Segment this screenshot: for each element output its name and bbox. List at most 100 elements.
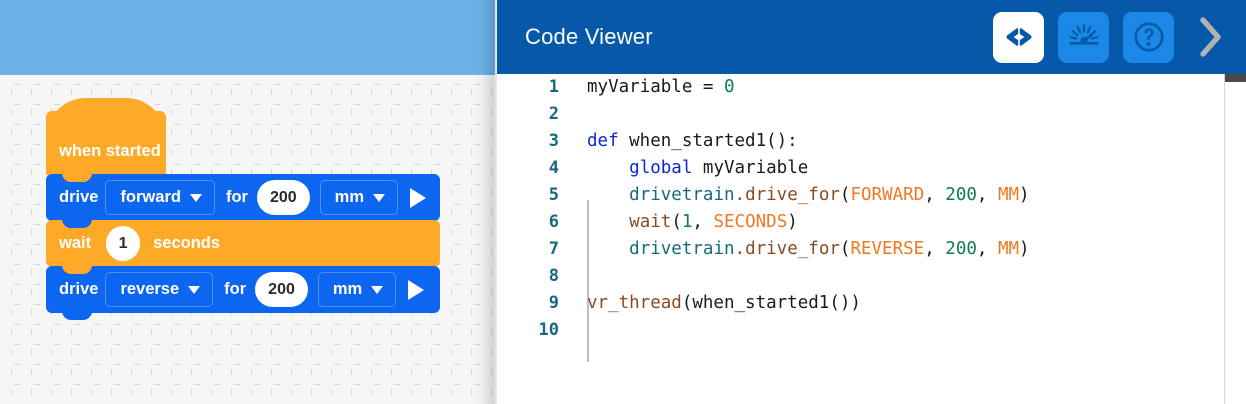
drive-forward-unit-value: mm [334, 188, 364, 206]
drive-reverse-amount-input[interactable]: 200 [255, 272, 308, 307]
token-variable: myVariable [587, 77, 693, 97]
code-line: 8 [497, 263, 1246, 290]
line-number: 10 [538, 320, 559, 340]
token-object: drivetrain [629, 239, 735, 259]
play-icon [410, 187, 426, 208]
code-viewer-title: Code Viewer [525, 24, 653, 49]
drive-reverse-verb: drive [59, 280, 99, 298]
code-line-text[interactable]: global myVariable [559, 155, 808, 182]
code-line: 9 vr_thread(when_started1()) [497, 290, 1246, 317]
when-started-label: when started [59, 142, 161, 160]
code-line-text[interactable]: wait(1, SECONDS) [559, 209, 798, 236]
code-line-text[interactable]: myVariable = 0 [559, 74, 735, 101]
code-line: 1 myVariable = 0 [497, 74, 1246, 101]
line-number: 5 [548, 185, 559, 205]
code-vertical-scrollbar[interactable] [1225, 74, 1246, 82]
token-function-def: when_started1(): [618, 131, 798, 151]
token-dot: . [734, 185, 746, 205]
chevron-down-icon [371, 285, 384, 294]
chevron-down-icon [189, 193, 202, 202]
token-number: 1 [681, 212, 693, 232]
dashboard-button[interactable] [1058, 11, 1109, 63]
line-number: 6 [548, 212, 559, 232]
code-line-text[interactable]: drivetrain.drive_for(REVERSE, 200, MM) [559, 236, 1030, 263]
token-keyword: def [587, 131, 619, 151]
wait-unit-label: seconds [153, 234, 221, 252]
when-started-block[interactable]: when started [46, 98, 166, 182]
token-function: wait [629, 212, 672, 232]
code-view-button[interactable] [993, 11, 1044, 63]
drive-forward-block[interactable]: drive forward for 200 mm [46, 174, 440, 228]
line-number: 1 [548, 77, 559, 97]
token-paren: ( [671, 212, 682, 232]
token-call-args: (when_started1()) [681, 293, 861, 313]
code-line: 6 wait(1, SECONDS) [497, 209, 1246, 236]
drive-reverse-direction-dropdown[interactable]: reverse [105, 272, 214, 307]
token-unit-constant: MM [997, 185, 1020, 205]
drive-reverse-unit-dropdown[interactable]: mm [317, 272, 397, 307]
token-constant: FORWARD [850, 185, 925, 205]
token-dot: . [734, 239, 746, 259]
code-line: 4 global myVariable [497, 155, 1246, 182]
workspace-toolbar-strip [0, 0, 495, 75]
drive-reverse-run-button[interactable] [408, 279, 425, 300]
drive-reverse-block[interactable]: drive reverse for 200 mm [46, 266, 440, 320]
drive-forward-direction-value: forward [120, 188, 181, 206]
block-stack[interactable]: when started drive forward for 200 mm [46, 98, 440, 320]
drive-reverse-direction-value: reverse [120, 280, 180, 298]
drive-reverse-connector: for [224, 280, 247, 298]
code-panel-divider [1224, 74, 1225, 404]
line-number: 8 [548, 266, 559, 286]
token-number: 0 [723, 77, 735, 97]
question-mark-icon [1134, 22, 1163, 52]
play-icon [408, 279, 425, 300]
drive-forward-run-button[interactable] [410, 187, 426, 208]
token-keyword: global [629, 158, 693, 178]
token-paren: ) [1019, 185, 1030, 205]
line-number: 4 [548, 158, 559, 178]
code-line: 10 [497, 317, 1246, 344]
header-actions [993, 11, 1246, 63]
token-constant: SECONDS [713, 212, 788, 232]
token-paren: ( [839, 239, 851, 259]
code-viewer-header: Code Viewer [497, 0, 1246, 74]
token-paren: ) [787, 212, 798, 232]
token-paren: ) [1019, 239, 1030, 259]
line-number: 2 [548, 104, 559, 124]
code-brackets-icon [1005, 28, 1032, 46]
token-operator: = [692, 77, 724, 97]
drive-forward-verb: drive [59, 188, 99, 206]
code-line: 2 [497, 101, 1246, 128]
hat-dome [46, 98, 166, 138]
code-line: 3 def when_started1(): [497, 128, 1246, 155]
collapse-panel-button[interactable] [1188, 12, 1234, 63]
code-line: 5 drivetrain.drive_for(FORWARD, 200, MM) [497, 182, 1246, 209]
drive-forward-direction-dropdown[interactable]: forward [105, 180, 215, 215]
token-object: drivetrain [629, 185, 735, 205]
wait-verb: wait [59, 234, 92, 252]
token-method: drive_for [745, 239, 840, 259]
indent-guide [587, 200, 589, 362]
code-line-text[interactable]: drivetrain.drive_for(FORWARD, 200, MM) [559, 182, 1030, 209]
token-number: 200 [945, 239, 977, 259]
token-paren: ( [839, 185, 851, 205]
help-button[interactable] [1123, 11, 1174, 63]
code-line-text[interactable]: vr_thread(when_started1()) [559, 290, 861, 317]
wait-amount-input[interactable]: 1 [106, 226, 141, 261]
token-unit-constant: MM [997, 239, 1020, 259]
token-function: vr_thread [587, 293, 682, 313]
blocks-workspace-panel[interactable]: when started drive forward for 200 mm [0, 0, 497, 404]
token-comma: , [692, 212, 714, 232]
code-editor-content[interactable]: 1 myVariable = 0 2 3 def when_started1()… [497, 74, 1246, 404]
code-line-text[interactable]: def when_started1(): [559, 128, 798, 155]
token-comma: , [924, 239, 946, 259]
line-number: 9 [548, 293, 559, 313]
token-comma: , [924, 185, 946, 205]
token-comma: , [976, 185, 998, 205]
line-number: 7 [548, 239, 559, 259]
wait-block[interactable]: wait 1 seconds [46, 220, 440, 274]
token-number: 200 [945, 185, 977, 205]
drive-forward-amount-input[interactable]: 200 [256, 180, 310, 215]
token-constant: REVERSE [850, 239, 925, 259]
drive-forward-unit-dropdown[interactable]: mm [319, 180, 398, 215]
